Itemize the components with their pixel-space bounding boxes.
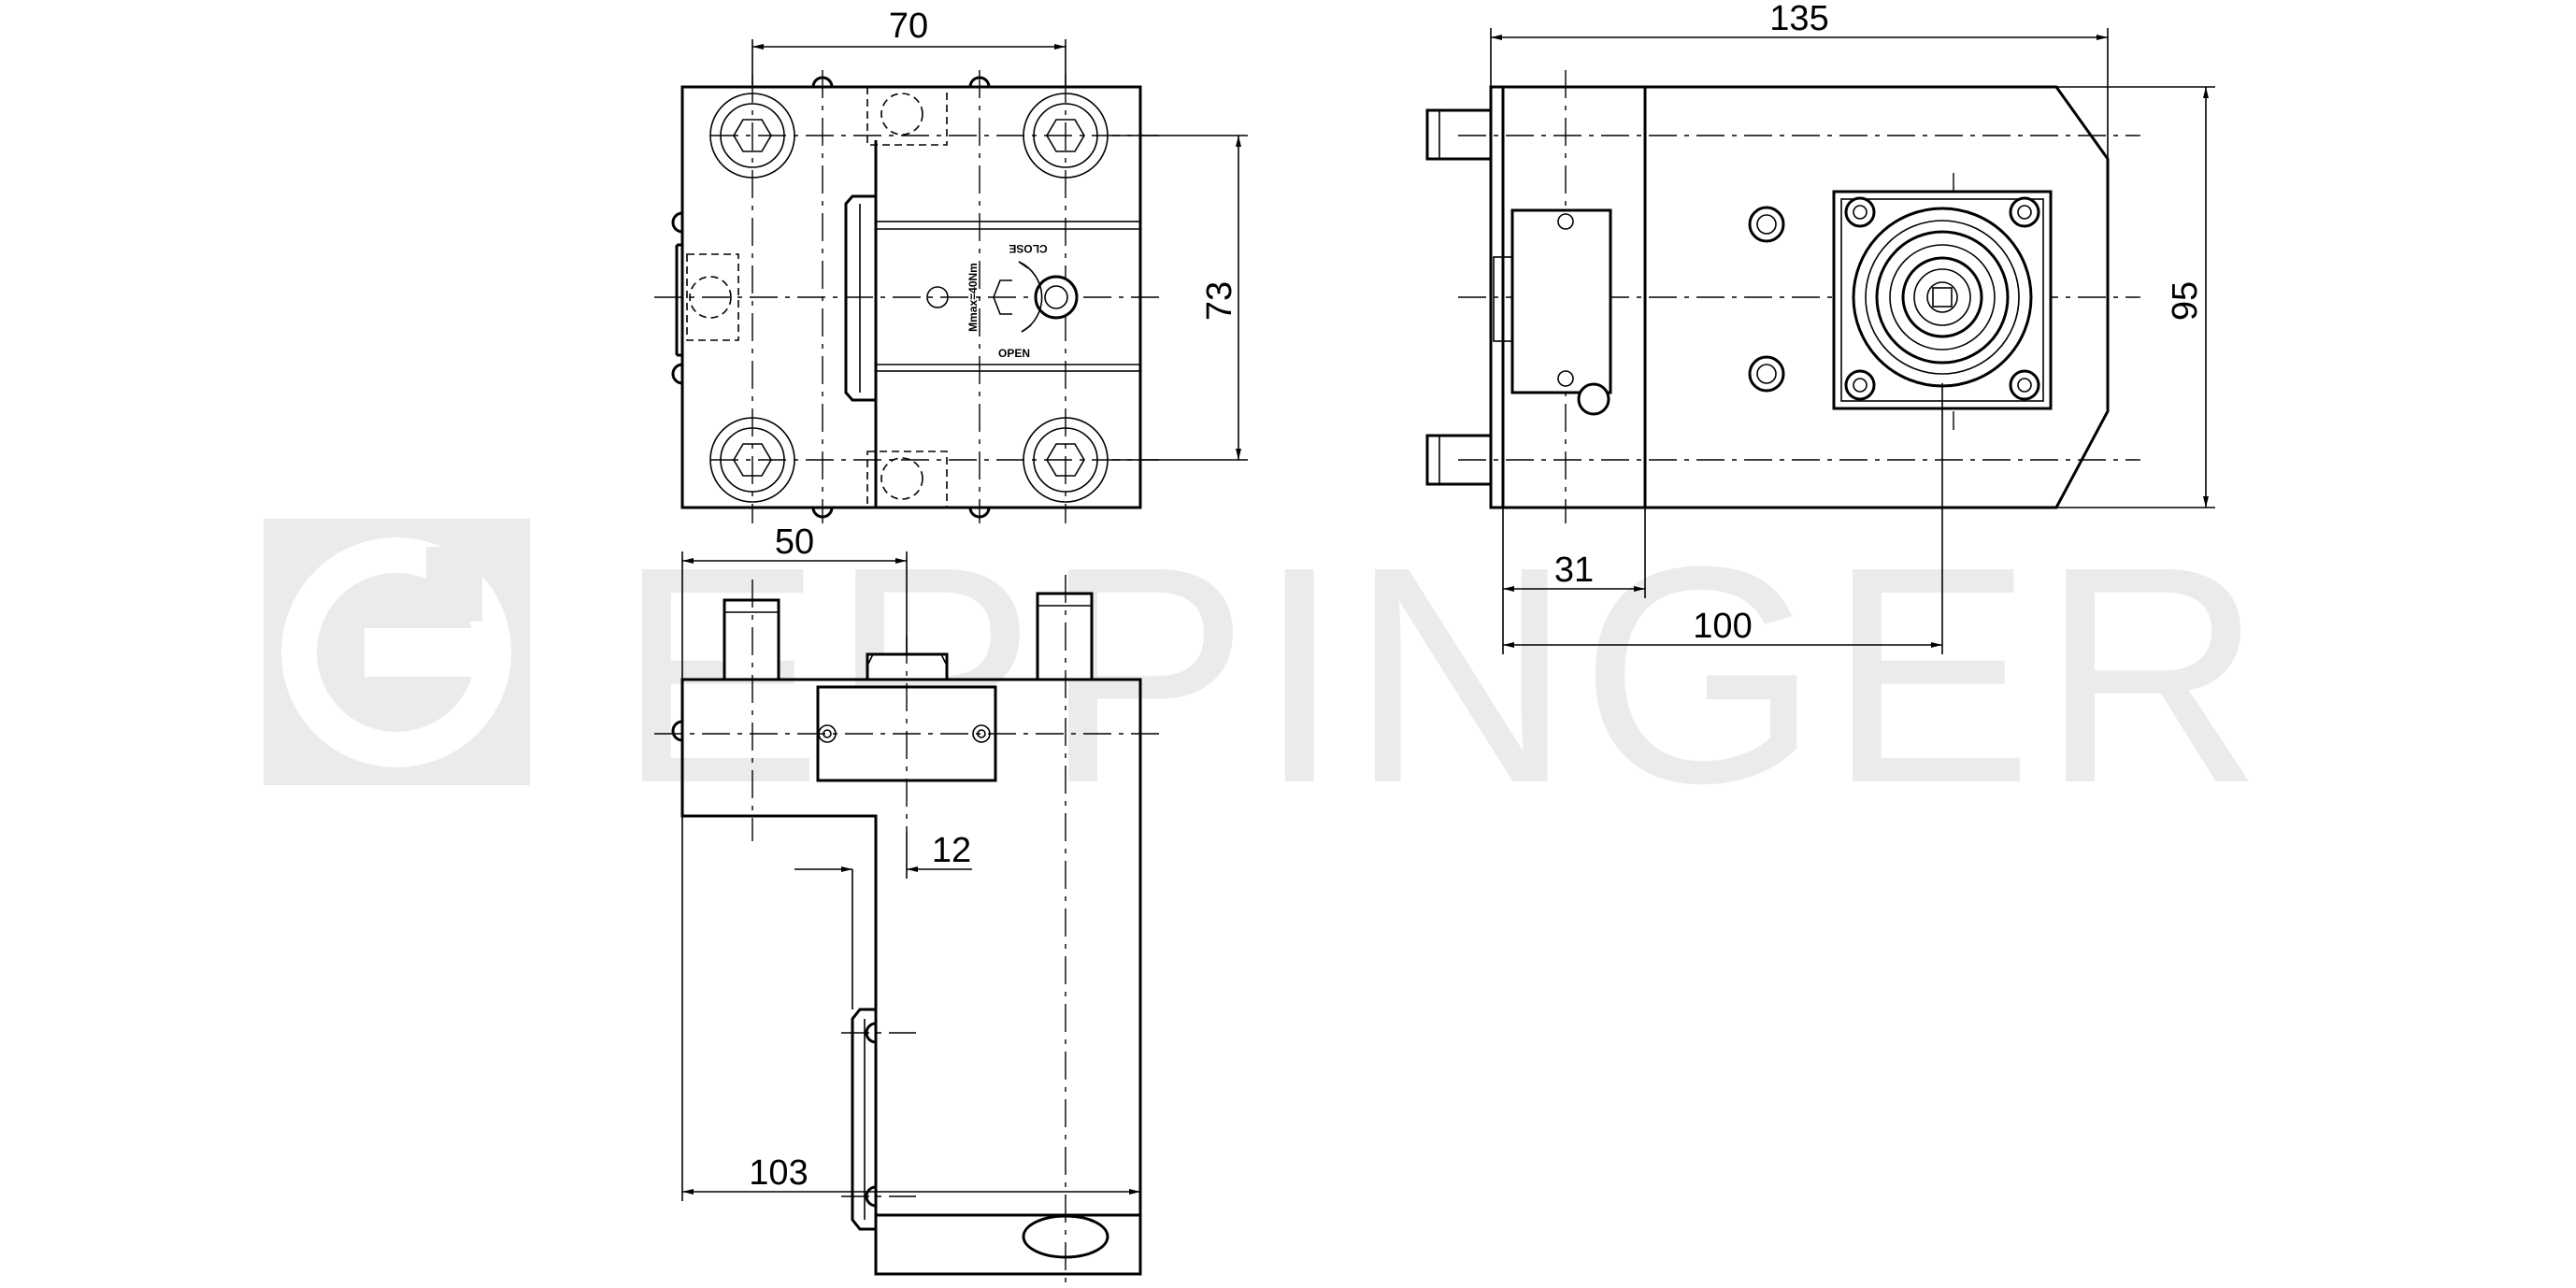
screw-top-left: [709, 93, 795, 179]
dimension-31: 31: [1502, 508, 1646, 654]
dimension-73: 73: [1112, 135, 1248, 461]
dimension-100-text: 100: [1693, 607, 1752, 646]
eppinger-logo-icon: [264, 519, 530, 785]
eppinger-watermark: EPPINGER: [264, 502, 2270, 847]
close-label: CLOSE: [1009, 242, 1047, 255]
dimension-12: 12: [794, 831, 972, 1009]
dimension-100: 100: [1503, 383, 1943, 654]
dimension-50-text: 50: [775, 522, 814, 562]
dimension-95: 95: [2056, 86, 2215, 508]
dimension-103: 103: [681, 816, 1140, 1201]
dimension-95-text: 95: [2166, 281, 2205, 321]
dimension-50: 50: [681, 522, 908, 680]
front-view: [654, 575, 1159, 1288]
screw-top-right: [1023, 93, 1109, 179]
dimension-135: 135: [1490, 0, 2109, 159]
dimension-135-text: 135: [1769, 0, 1828, 38]
top-view: CLOSE OPEN Mmax=40Nm: [654, 70, 1159, 523]
dimension-103-text: 103: [749, 1153, 808, 1193]
dimension-70: 70: [751, 7, 1066, 87]
watermark-text: EPPINGER: [617, 502, 2270, 847]
side-view: [1425, 70, 2140, 523]
dimension-12-text: 12: [932, 831, 971, 870]
screw-bottom-left: [709, 417, 795, 503]
dimension-70-text: 70: [889, 7, 928, 46]
dimension-31-text: 31: [1554, 551, 1594, 590]
dimension-73-text: 73: [1200, 281, 1239, 321]
screw-bottom-right: [1023, 417, 1109, 503]
open-label: OPEN: [998, 347, 1030, 360]
torque-label: Mmax=40Nm: [966, 263, 980, 332]
